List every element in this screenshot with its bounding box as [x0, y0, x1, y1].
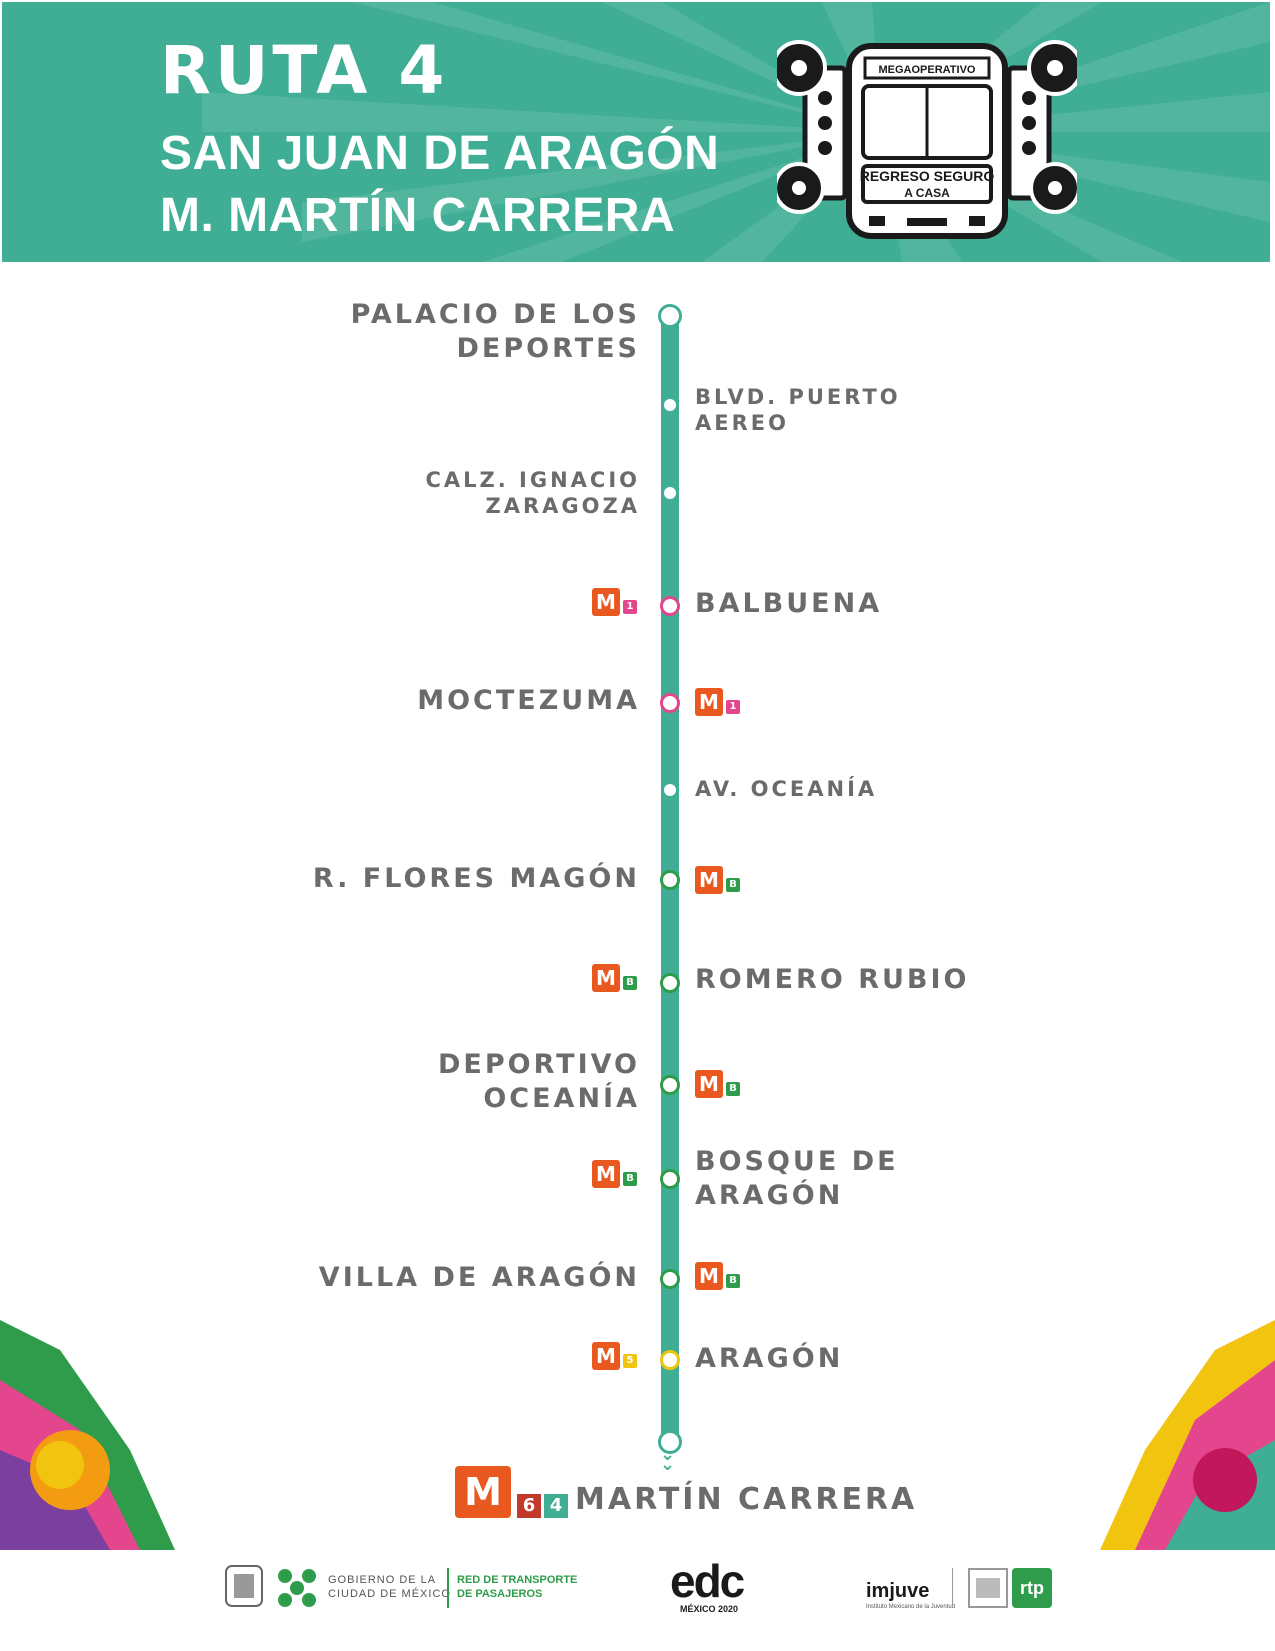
rtp-logo: rtp	[1012, 1568, 1052, 1608]
rtp-text-line1: RED DE TRANSPORTE	[457, 1574, 578, 1586]
stop-marker-metro	[660, 1075, 680, 1095]
city-coat-of-arms-icon	[225, 1565, 263, 1607]
stop-marker-metro	[660, 1169, 680, 1189]
right-corner-decoration	[1100, 1320, 1275, 1550]
stop-marker-metro	[660, 870, 680, 890]
footer-logos: GOBIERNO DE LA CIUDAD DE MÉXICO RED DE T…	[0, 1555, 1275, 1640]
logo-band-text: REGRESO SEGURO	[860, 168, 995, 184]
logo-band-text-2: A CASA	[904, 186, 950, 200]
metro-icon: M	[695, 688, 723, 716]
stop-marker-start	[658, 304, 682, 328]
imjuve-logo: imjuve	[866, 1580, 930, 1602]
edc-subtitle: MÉXICO 2020	[680, 1604, 739, 1614]
gov-text-line2: CIUDAD DE MÉXICO	[328, 1588, 451, 1600]
stop-name-romero-rubio: ROMERO RUBIO	[695, 964, 970, 995]
metro-logo-icon	[968, 1568, 1008, 1608]
stop-name-moctezuma: MOCTEZUMA	[417, 685, 640, 716]
bus-icon	[846, 43, 1008, 239]
gov-text-line1: GOBIERNO DE LA	[328, 1574, 437, 1586]
metro-icon: M	[592, 1342, 620, 1370]
route-origin: SAN JUAN DE ARAGÓN	[160, 127, 720, 180]
metro-icon: M	[695, 1262, 723, 1290]
chevron-down-icon: ⌄⌄	[660, 1444, 676, 1475]
stop-marker	[660, 395, 680, 415]
stop-marker-metro	[660, 596, 680, 616]
footer-divider	[952, 1568, 953, 1608]
metro-icon: M	[592, 1160, 620, 1188]
stop-marker-end	[658, 1430, 682, 1454]
left-speaker-icon	[777, 40, 848, 214]
stop-marker-metro	[660, 1269, 680, 1289]
metro-line-6-badge: 6	[517, 1494, 541, 1518]
footer-divider	[447, 1568, 449, 1608]
metro-icon: M	[695, 1070, 723, 1098]
stop-marker	[660, 483, 680, 503]
rtp-text-line2: DE PASAJEROS	[457, 1588, 543, 1600]
header-banner: RUTA 4 SAN JUAN DE ARAGÓN M. MARTÍN CARR…	[2, 2, 1270, 262]
left-corner-decoration	[0, 1320, 175, 1550]
metro-line-4-badge: 4	[544, 1494, 568, 1518]
imjuve-subtitle: Instituto Mexicano de la Juventud	[866, 1604, 956, 1610]
logo-top-text: MEGAOPERATIVO	[879, 64, 976, 76]
megaoperativo-bus-logo: MEGAOPERATIVO REGRESO SEGURO A CASA	[777, 40, 1077, 239]
terminal-station-name: MARTÍN CARRERA	[575, 1482, 918, 1517]
edc-logo: edc	[670, 1555, 745, 1607]
metro-icon: M	[592, 588, 620, 616]
stop-name-balbuena: BALBUENA	[695, 588, 883, 619]
metro-icon: M	[455, 1466, 511, 1518]
route-title: RUTA 4	[160, 32, 449, 109]
metro-icon: M	[592, 964, 620, 992]
stop-name-r-flores-magon: R. FLORES MAGÓN	[312, 863, 640, 894]
route-destination: M. MARTÍN CARRERA	[160, 189, 676, 242]
right-speaker-icon	[1006, 40, 1077, 214]
stop-marker-metro	[660, 693, 680, 713]
stop-marker-metro	[660, 1350, 680, 1370]
cdmx-logo-icon	[278, 1569, 316, 1607]
stop-name-villa-de-aragon: VILLA DE ARAGÓN	[318, 1262, 640, 1293]
stop-marker-metro	[660, 973, 680, 993]
stop-name-av-oceania: AV. OCEANÍA	[695, 777, 878, 801]
stop-name-aragon: ARAGÓN	[695, 1343, 844, 1374]
stop-marker	[660, 780, 680, 800]
metro-icon: M	[695, 866, 723, 894]
